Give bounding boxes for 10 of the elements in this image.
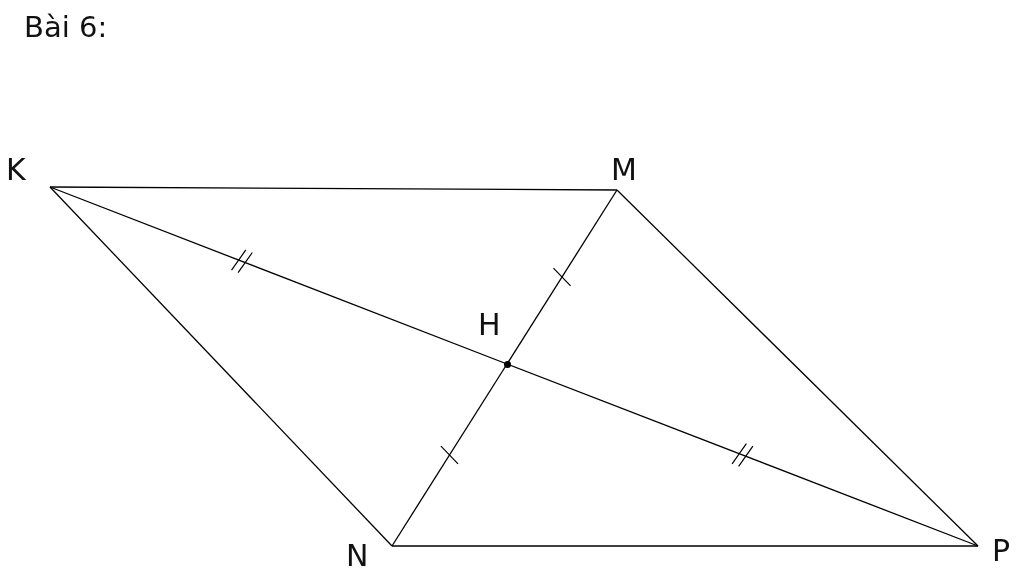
point-label: H	[478, 310, 501, 340]
point-label: P	[992, 536, 1011, 566]
line-segment	[616, 189, 979, 547]
title: Bài 6:	[24, 10, 108, 44]
point-label: N	[346, 541, 369, 571]
line-segment	[49, 186, 618, 191]
point-label: K	[6, 155, 26, 185]
point-label: M	[611, 155, 637, 185]
line-segment	[391, 545, 979, 547]
line-segment	[49, 186, 393, 547]
